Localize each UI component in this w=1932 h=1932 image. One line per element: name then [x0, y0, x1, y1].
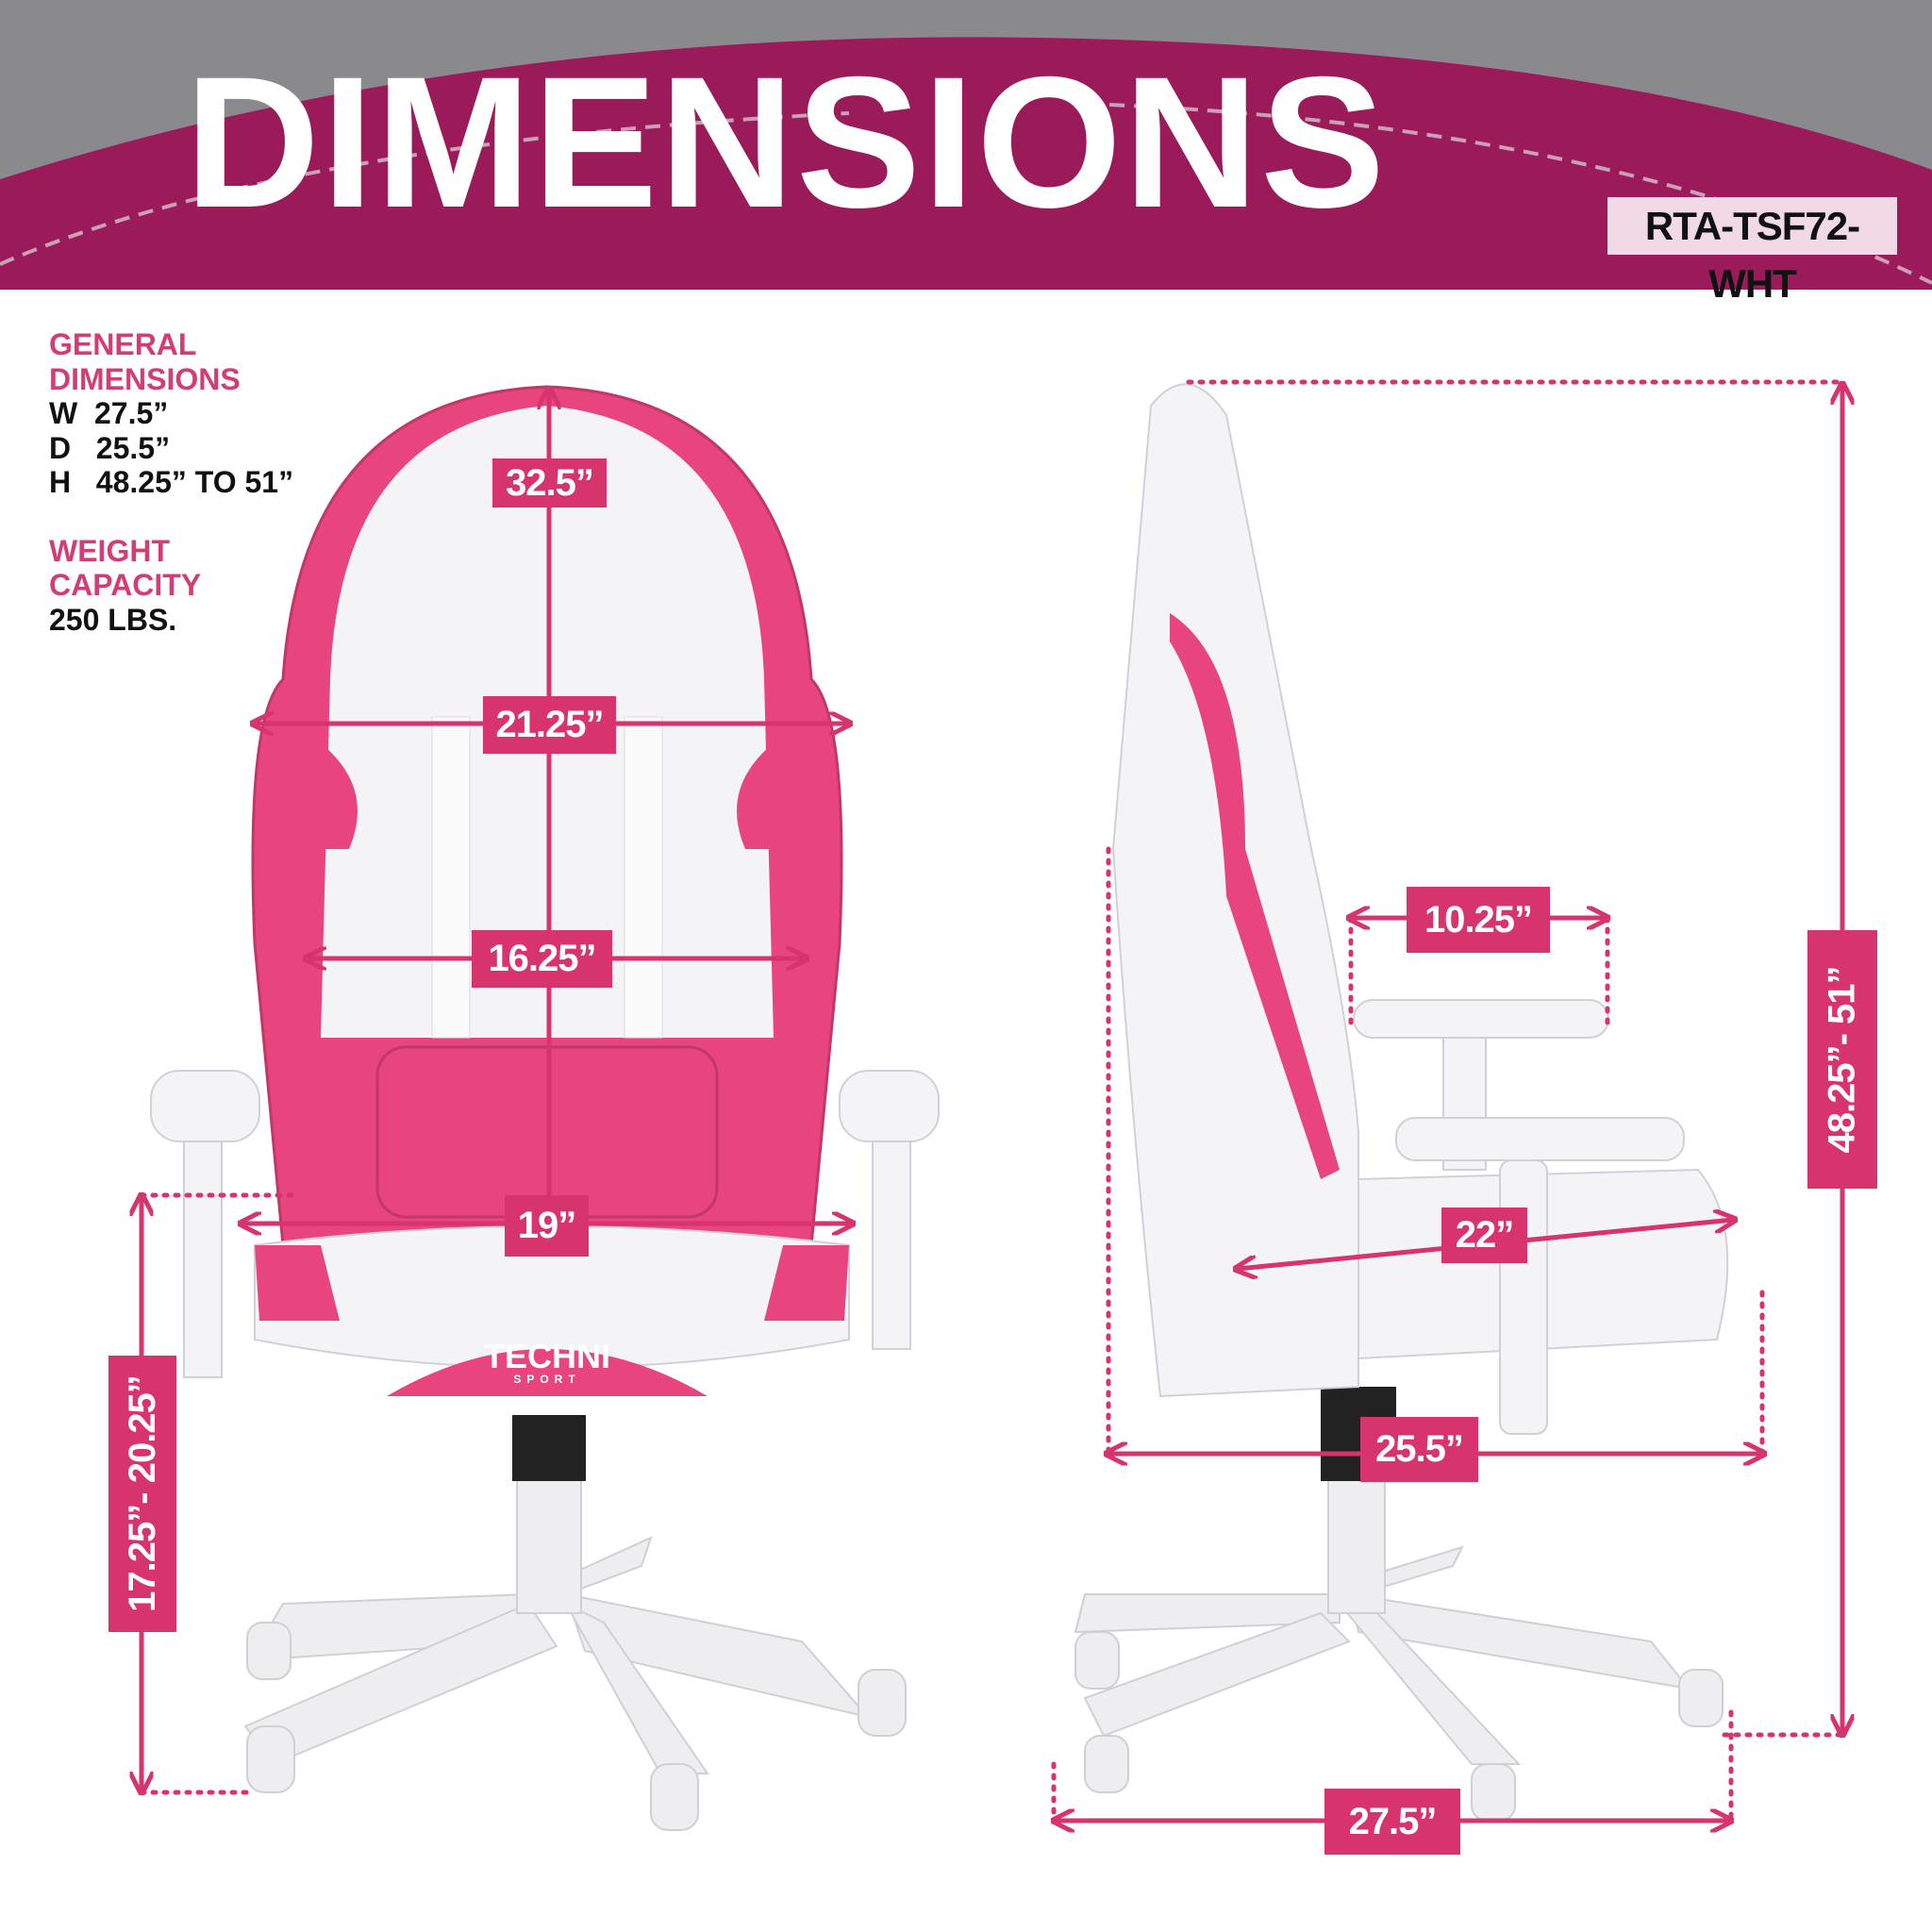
seat-depth-label: 22” [1441, 1208, 1527, 1263]
spec-height: H 48.25” TO 51” [49, 465, 294, 499]
specs-panel: GENERAL DIMENSIONS W 27.5” D 25.5” H 48.… [49, 327, 293, 637]
model-number-badge: RTA-TSF72-WHT [1607, 197, 1897, 306]
armrest-depth-label: 10.25” [1407, 887, 1550, 953]
seat-logo-sub: SPORT [513, 1373, 580, 1386]
dotted-guides [139, 379, 1845, 1824]
headrest-height-label: 32.5” [492, 458, 607, 508]
side-chair-image [1074, 383, 1729, 1822]
spec-depth: D 25.5” [49, 430, 171, 465]
shoulder-width-label: 21.25” [483, 696, 616, 754]
seat-height-text: 17.25”- 20.25” [121, 1375, 163, 1612]
header-banner [0, 0, 1932, 290]
general-dimensions-heading-2: DIMENSIONS [49, 361, 241, 396]
weight-capacity-heading: WEIGHT [49, 533, 170, 568]
base-width-label: 27.5” [1324, 1789, 1460, 1855]
general-dimensions-heading: GENERAL [49, 327, 197, 361]
page-title: DIMENSIONS [185, 38, 1388, 246]
back-width-label: 16.25” [472, 930, 612, 988]
front-chair-image [150, 385, 940, 1831]
weight-capacity-value: 250 LBS. [49, 602, 177, 637]
total-height-label: 48.25”- 51” [1807, 930, 1877, 1189]
seat-width-label: 19” [505, 1195, 589, 1257]
chair-depth-label: 25.5” [1360, 1417, 1478, 1482]
total-height-text: 48.25”- 51” [1821, 965, 1863, 1154]
seat-height-label: 17.25”- 20.25” [108, 1356, 176, 1632]
spec-width: W 27.5” [49, 396, 169, 430]
weight-capacity-heading-2: CAPACITY [49, 568, 202, 602]
seat-logo: TECHNI [484, 1337, 610, 1375]
